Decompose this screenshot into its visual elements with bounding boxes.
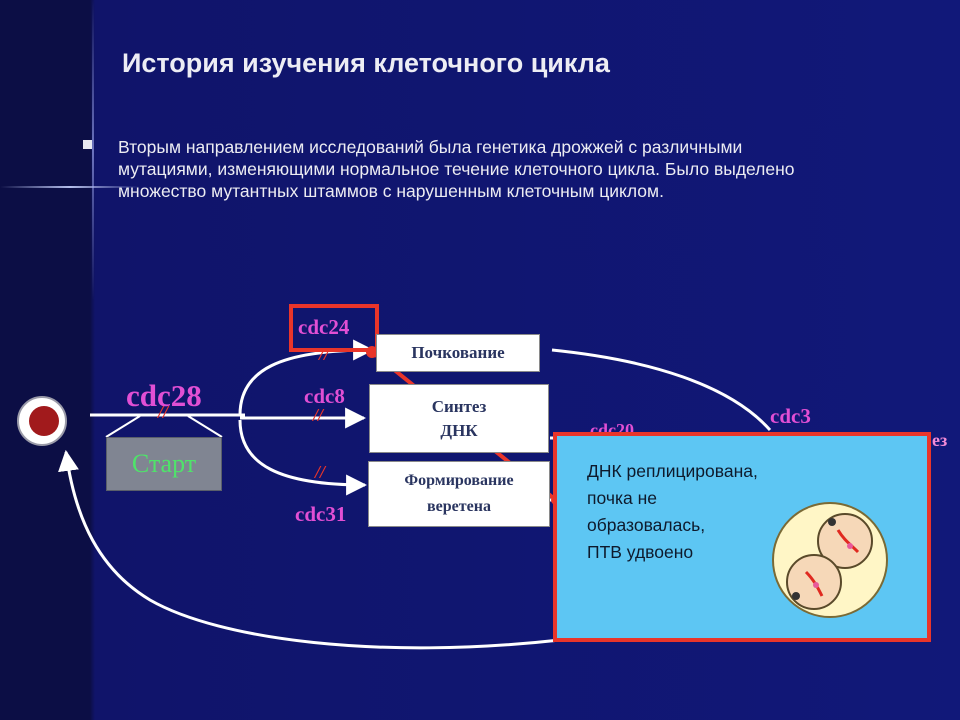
slide-body-text: Вторым направлением исследований была ге… bbox=[118, 137, 795, 201]
gene-label-cdc8: cdc8 bbox=[304, 384, 345, 408]
block-mark-cdc8: // bbox=[313, 405, 324, 425]
gene-label-cdc24: cdc24 bbox=[298, 315, 350, 339]
process-box-budding: Почкование bbox=[376, 334, 540, 372]
gene-label-cdc3: cdc3 bbox=[770, 404, 811, 428]
gene-label-cdc31: cdc31 bbox=[295, 502, 347, 526]
start-label: Старт bbox=[131, 449, 197, 478]
block-mark-cdc28: // bbox=[158, 402, 169, 422]
callout-line-3: образовалась, bbox=[587, 515, 706, 535]
process-box-dna-line2: ДНК bbox=[440, 420, 478, 440]
callout-line-1: ДНК реплицирована, bbox=[587, 461, 758, 481]
process-box-spindle-line2: веретена bbox=[427, 498, 491, 515]
start-connector-left bbox=[105, 415, 141, 438]
branch-spindle-arrow bbox=[238, 419, 368, 496]
gene-label-cdc20: cdc20 bbox=[590, 420, 634, 432]
spindle-pole-body-lower-icon bbox=[792, 592, 800, 600]
chromosome-upper-icon bbox=[836, 529, 860, 554]
cycle-top-arc bbox=[551, 348, 772, 431]
dot-lower-icon bbox=[813, 582, 819, 588]
slide-title: История изучения клеточного цикла bbox=[122, 48, 610, 78]
callout-panel: ДНК реплицирована, почка не образовалась… bbox=[553, 432, 931, 642]
dot-upper-icon bbox=[847, 543, 853, 549]
block-mark-cdc31: // bbox=[315, 462, 326, 482]
decorative-glow-horizontal bbox=[0, 186, 140, 188]
process-box-dna-synthesis: Синтез ДНК bbox=[369, 384, 549, 453]
bullet-square-icon bbox=[83, 140, 92, 149]
process-box-spindle: Формирование веретена bbox=[368, 461, 550, 527]
decorative-glow-vertical bbox=[92, 0, 94, 300]
start-box: Старт bbox=[106, 437, 222, 491]
cycle-return-arrow bbox=[58, 449, 561, 650]
process-box-dna-line1: Синтез bbox=[431, 396, 487, 416]
block-mark-cdc24: // bbox=[319, 344, 330, 364]
dividing-cell-illustration bbox=[772, 502, 888, 618]
process-box-budding-label: Почкование bbox=[411, 343, 505, 362]
callout-line-4: ПТВ удвоено bbox=[587, 542, 694, 562]
spindle-pole-body-upper-icon bbox=[828, 518, 836, 526]
gene-label-cdc28: cdc28 bbox=[126, 378, 202, 413]
highlight-frame-cdc24 bbox=[289, 304, 379, 352]
yeast-cell-nucleus-icon bbox=[29, 406, 59, 436]
partial-right-label: ез bbox=[932, 430, 948, 450]
callout-line-2: почка не bbox=[587, 488, 657, 508]
start-connector-right bbox=[187, 415, 223, 438]
process-box-spindle-line1: Формирование bbox=[404, 472, 514, 489]
callout-text: ДНК реплицирована, почка не образовалась… bbox=[587, 458, 827, 566]
